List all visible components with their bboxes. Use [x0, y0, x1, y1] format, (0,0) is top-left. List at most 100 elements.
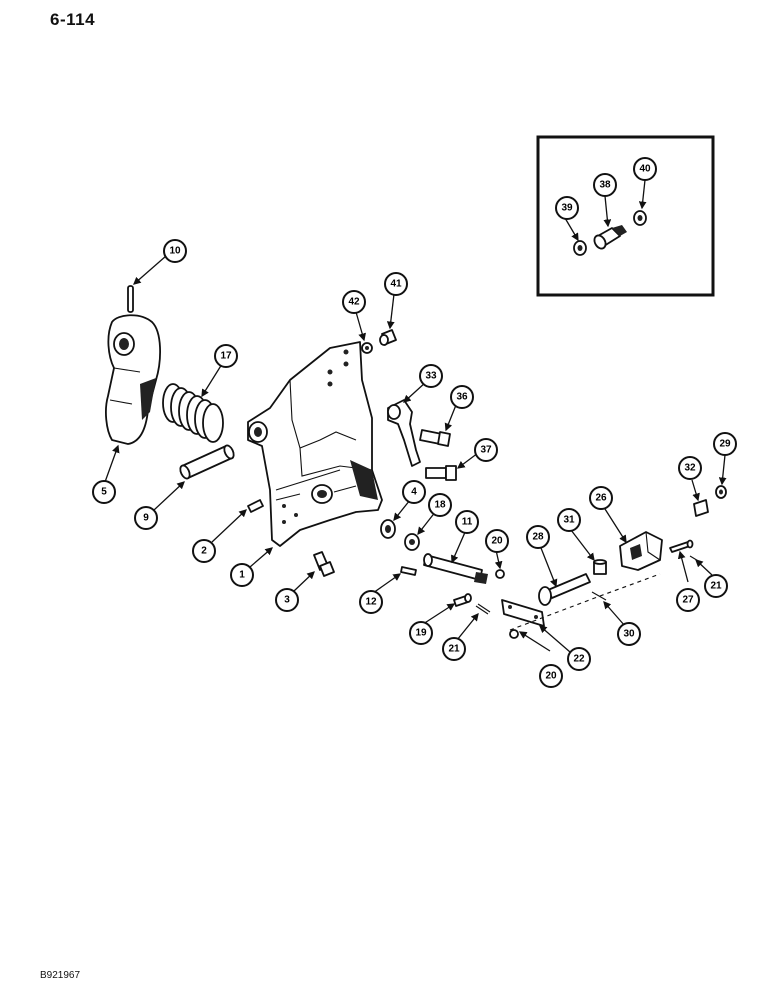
- part-lever-33: [387, 399, 421, 467]
- svg-text:22: 22: [573, 654, 585, 665]
- callout-18: 18: [428, 493, 452, 517]
- svg-text:5: 5: [101, 487, 107, 498]
- part-bolt-37: [425, 465, 457, 481]
- part-bolt-36: [419, 429, 451, 447]
- svg-text:10: 10: [169, 246, 181, 257]
- part-roll-pin-10: [127, 285, 134, 313]
- svg-text:38: 38: [599, 180, 611, 191]
- callout-26: 26: [589, 486, 613, 510]
- part-shaft-11: [423, 553, 488, 584]
- callout-10: 10: [163, 239, 187, 263]
- callout-41: 41: [384, 272, 408, 296]
- part-fitting-41: [379, 329, 397, 346]
- callout-29: 29: [713, 432, 737, 456]
- callout-20-lower: 20: [539, 664, 563, 688]
- svg-text:19: 19: [415, 628, 427, 639]
- callout-19: 19: [409, 621, 433, 645]
- svg-text:21: 21: [710, 581, 722, 592]
- part-latch-5: [105, 314, 161, 445]
- callout-11: 11: [455, 510, 479, 534]
- page-number: 6-114: [50, 10, 96, 29]
- part-fitting-38: [593, 225, 627, 250]
- callout-2: 2: [192, 539, 216, 563]
- callout-17: 17: [214, 344, 238, 368]
- svg-text:20: 20: [545, 671, 557, 682]
- callout-21-middle: 21: [442, 637, 466, 661]
- svg-text:29: 29: [719, 439, 731, 450]
- svg-text:3: 3: [284, 595, 290, 606]
- part-bushing-32: [693, 499, 709, 517]
- svg-text:36: 36: [456, 392, 468, 403]
- svg-text:28: 28: [532, 532, 544, 543]
- part-roll-pin-30: [591, 591, 607, 601]
- leader-lines: [104, 179, 727, 653]
- part-washer-4: [380, 519, 396, 539]
- svg-text:20: 20: [491, 536, 503, 547]
- svg-text:2: 2: [201, 546, 207, 557]
- svg-text:40: 40: [639, 164, 651, 175]
- part-dowel-2: [247, 499, 264, 513]
- callout-32: 32: [678, 456, 702, 480]
- svg-text:21: 21: [448, 644, 460, 655]
- part-link-22: [501, 599, 545, 627]
- part-bushing-31: [593, 559, 607, 575]
- callout-36: 36: [450, 385, 474, 409]
- part-nut-20-upper: [495, 569, 505, 579]
- svg-text:30: 30: [623, 629, 635, 640]
- part-washer-29: [715, 485, 727, 499]
- callout-5: 5: [92, 480, 116, 504]
- part-washer-18: [404, 533, 420, 551]
- part-bolt-19: [453, 593, 472, 607]
- part-cotter-21-right: [689, 555, 701, 563]
- part-pin-28: [538, 573, 591, 606]
- svg-text:12: 12: [365, 597, 377, 608]
- part-pin-12: [400, 566, 417, 576]
- svg-text:26: 26: [595, 493, 607, 504]
- part-cotter-21-middle: [475, 603, 491, 615]
- part-washer-40: [633, 210, 647, 226]
- svg-text:18: 18: [434, 500, 446, 511]
- svg-text:41: 41: [390, 279, 402, 290]
- svg-text:31: 31: [563, 515, 575, 526]
- callout-39: 39: [555, 196, 579, 220]
- part-pin-9: [179, 444, 235, 480]
- callout-38: 38: [593, 173, 617, 197]
- svg-text:1: 1: [239, 570, 245, 581]
- callout-33: 33: [419, 364, 443, 388]
- part-main-bracket-1: [247, 341, 383, 547]
- callout-40: 40: [633, 157, 657, 181]
- svg-text:42: 42: [348, 297, 360, 308]
- figure-code: B921967: [40, 970, 81, 981]
- svg-text:32: 32: [684, 463, 696, 474]
- svg-text:39: 39: [561, 203, 573, 214]
- callout-30: 30: [617, 622, 641, 646]
- callout-12: 12: [359, 590, 383, 614]
- callout-3: 3: [275, 588, 299, 612]
- callout-22: 22: [567, 647, 591, 671]
- svg-text:27: 27: [682, 595, 694, 606]
- callout-27: 27: [676, 588, 700, 612]
- part-nut-20-lower: [509, 629, 519, 639]
- callout-20-upper: 20: [485, 529, 509, 553]
- svg-text:4: 4: [411, 487, 417, 498]
- svg-text:9: 9: [143, 513, 149, 524]
- callout-42: 42: [342, 290, 366, 314]
- part-nut-42: [361, 342, 373, 354]
- part-washer-39: [573, 240, 587, 256]
- assembly-line: [509, 573, 661, 631]
- callout-37: 37: [474, 438, 498, 462]
- callout-31: 31: [557, 508, 581, 532]
- part-spring-17: [162, 383, 224, 443]
- callout-4: 4: [402, 480, 426, 504]
- svg-text:11: 11: [462, 517, 473, 528]
- callout-28: 28: [526, 525, 550, 549]
- svg-text:17: 17: [220, 351, 232, 362]
- part-bolt-27: [669, 539, 694, 553]
- svg-text:37: 37: [480, 445, 492, 456]
- callout-21-right: 21: [704, 574, 728, 598]
- part-clevis-26: [619, 531, 663, 571]
- callout-9: 9: [134, 506, 158, 530]
- part-bolt-3: [313, 551, 335, 577]
- svg-text:33: 33: [425, 371, 437, 382]
